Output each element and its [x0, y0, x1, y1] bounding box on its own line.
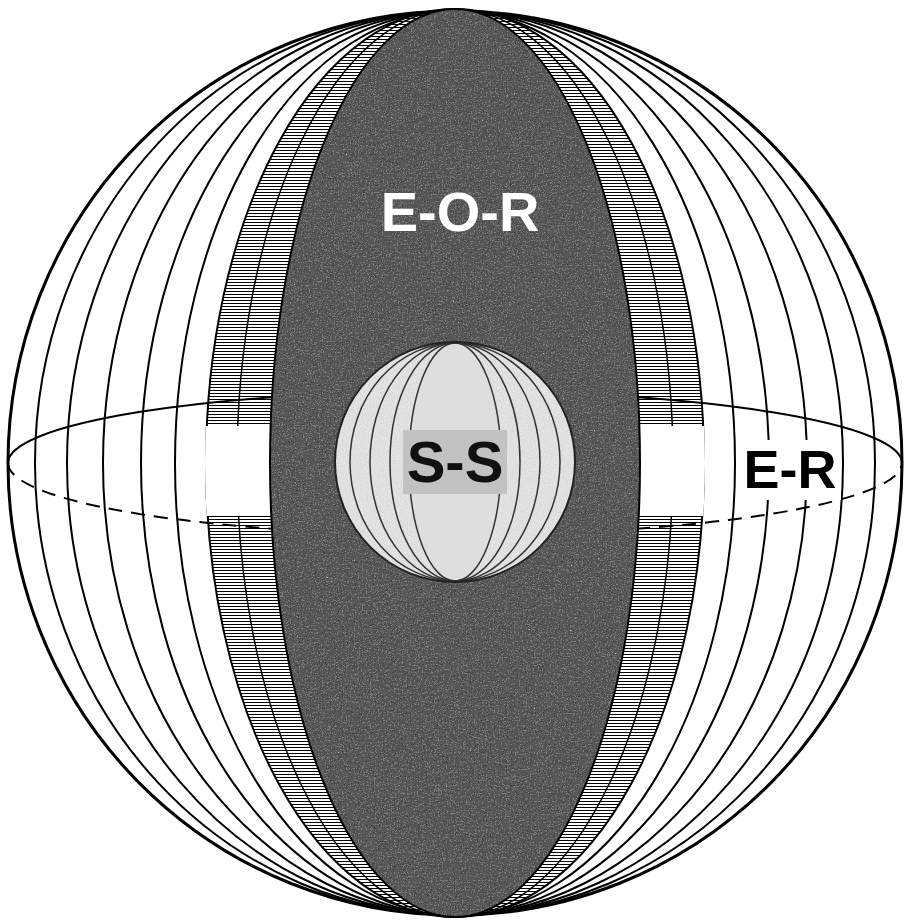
region-label: S-S [403, 430, 508, 494]
lens-region: E-O-R S-S [205, 8, 705, 918]
region-label: E-R [740, 440, 841, 499]
outer-sphere: E-R E-O-R S-S [5, 8, 905, 918]
region-label: E-O-R [377, 181, 544, 243]
inner-sphere: S-S [333, 340, 577, 584]
